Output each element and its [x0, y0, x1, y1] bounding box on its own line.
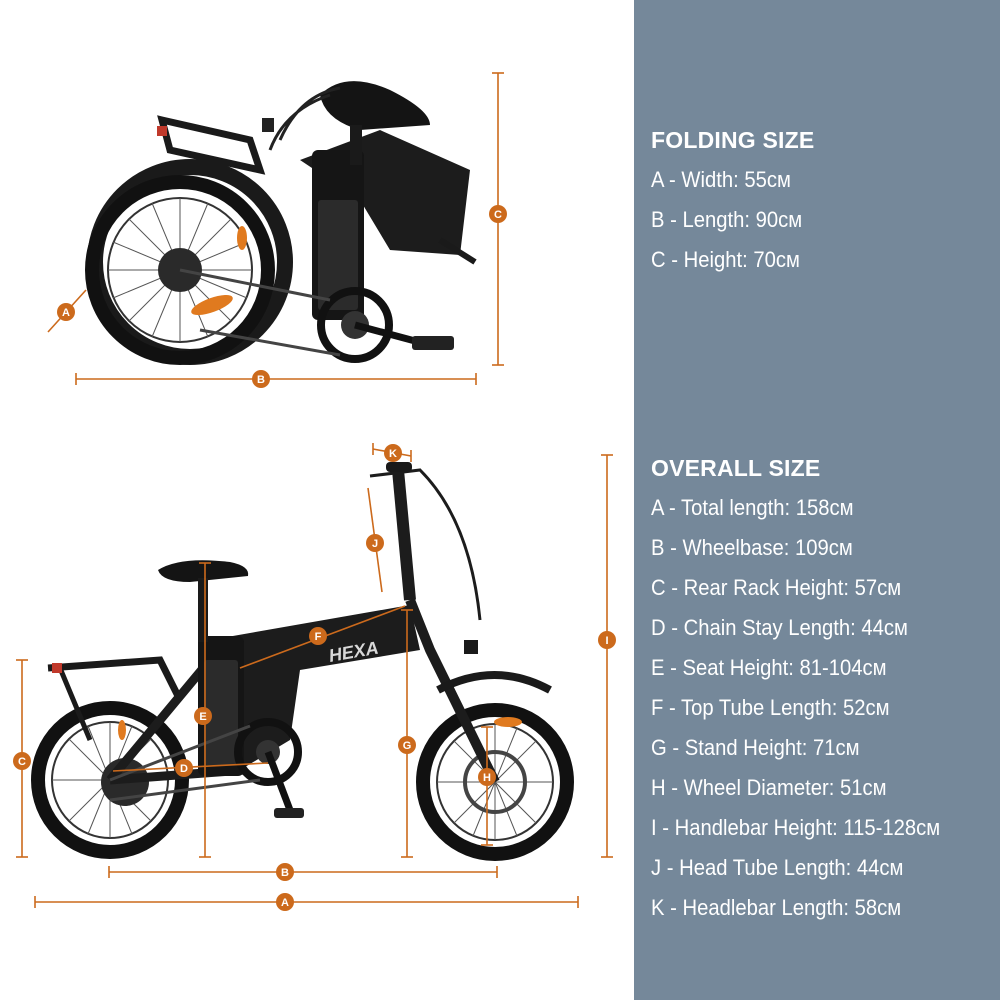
overall-spec-wheelbase: B - Wheelbase: 109см: [651, 535, 853, 560]
folding-spec-height: C - Height: 70см: [651, 247, 800, 272]
overall-spec-top-tube-length: F - Top Tube Length: 52см: [651, 695, 890, 720]
overall-marker-j: J: [366, 534, 384, 552]
overall-marker-a: A: [276, 893, 294, 911]
svg-text:B: B: [257, 374, 265, 386]
overall-spec-total-length: A - Total length: 158см: [651, 495, 854, 520]
overall-marker-g: G: [398, 736, 416, 754]
svg-text:K: K: [389, 448, 397, 460]
folded-bike-image: [85, 81, 477, 365]
svg-text:I: I: [605, 635, 608, 647]
overall-spec-seat-height: E - Seat Height: 81-104см: [651, 655, 887, 680]
svg-text:C: C: [494, 209, 502, 221]
svg-text:H: H: [483, 772, 491, 784]
folded-marker-b: B: [252, 370, 270, 388]
overall-marker-i: I: [598, 631, 616, 649]
svg-text:D: D: [180, 763, 188, 775]
svg-text:A: A: [62, 307, 70, 319]
overall-marker-f: F: [309, 627, 327, 645]
overall-marker-e: E: [194, 707, 212, 725]
folding-spec-length: B - Length: 90см: [651, 207, 803, 232]
svg-text:E: E: [199, 711, 206, 723]
overall-marker-k: K: [384, 444, 402, 462]
overall-marker-h: H: [478, 768, 496, 786]
overall-spec-head-tube-length: J - Head Tube Length: 44см: [651, 855, 904, 880]
overall-size-heading: OVERALL SIZE: [651, 455, 821, 481]
svg-text:B: B: [281, 867, 289, 879]
overall-spec-chain-stay-length: D - Chain Stay Length: 44см: [651, 615, 908, 640]
svg-text:C: C: [18, 756, 26, 768]
folded-marker-a: A: [57, 303, 75, 321]
svg-text:A: A: [281, 897, 289, 909]
spec-panel: [634, 0, 1000, 1000]
folded-marker-c: C: [489, 205, 507, 223]
svg-text:F: F: [315, 631, 322, 643]
overall-spec-rear-rack-height: C - Rear Rack Height: 57см: [651, 575, 902, 600]
overall-marker-d: D: [175, 759, 193, 777]
overall-spec-handlebar-height: I - Handlebar Height: 115-128см: [651, 815, 941, 840]
overall-spec-wheel-diameter: H - Wheel Diameter: 51см: [651, 775, 887, 800]
svg-text:G: G: [403, 740, 412, 752]
svg-text:J: J: [372, 538, 378, 550]
overall-marker-c: C: [13, 752, 31, 770]
overall-marker-b: B: [276, 863, 294, 881]
overall-spec-headlebar-length: K - Headlebar Length: 58см: [651, 895, 902, 920]
folding-spec-width: A - Width: 55см: [651, 167, 791, 192]
overall-spec-stand-height: G - Stand Height: 71см: [651, 735, 860, 760]
folding-size-heading: FOLDING SIZE: [651, 127, 815, 153]
